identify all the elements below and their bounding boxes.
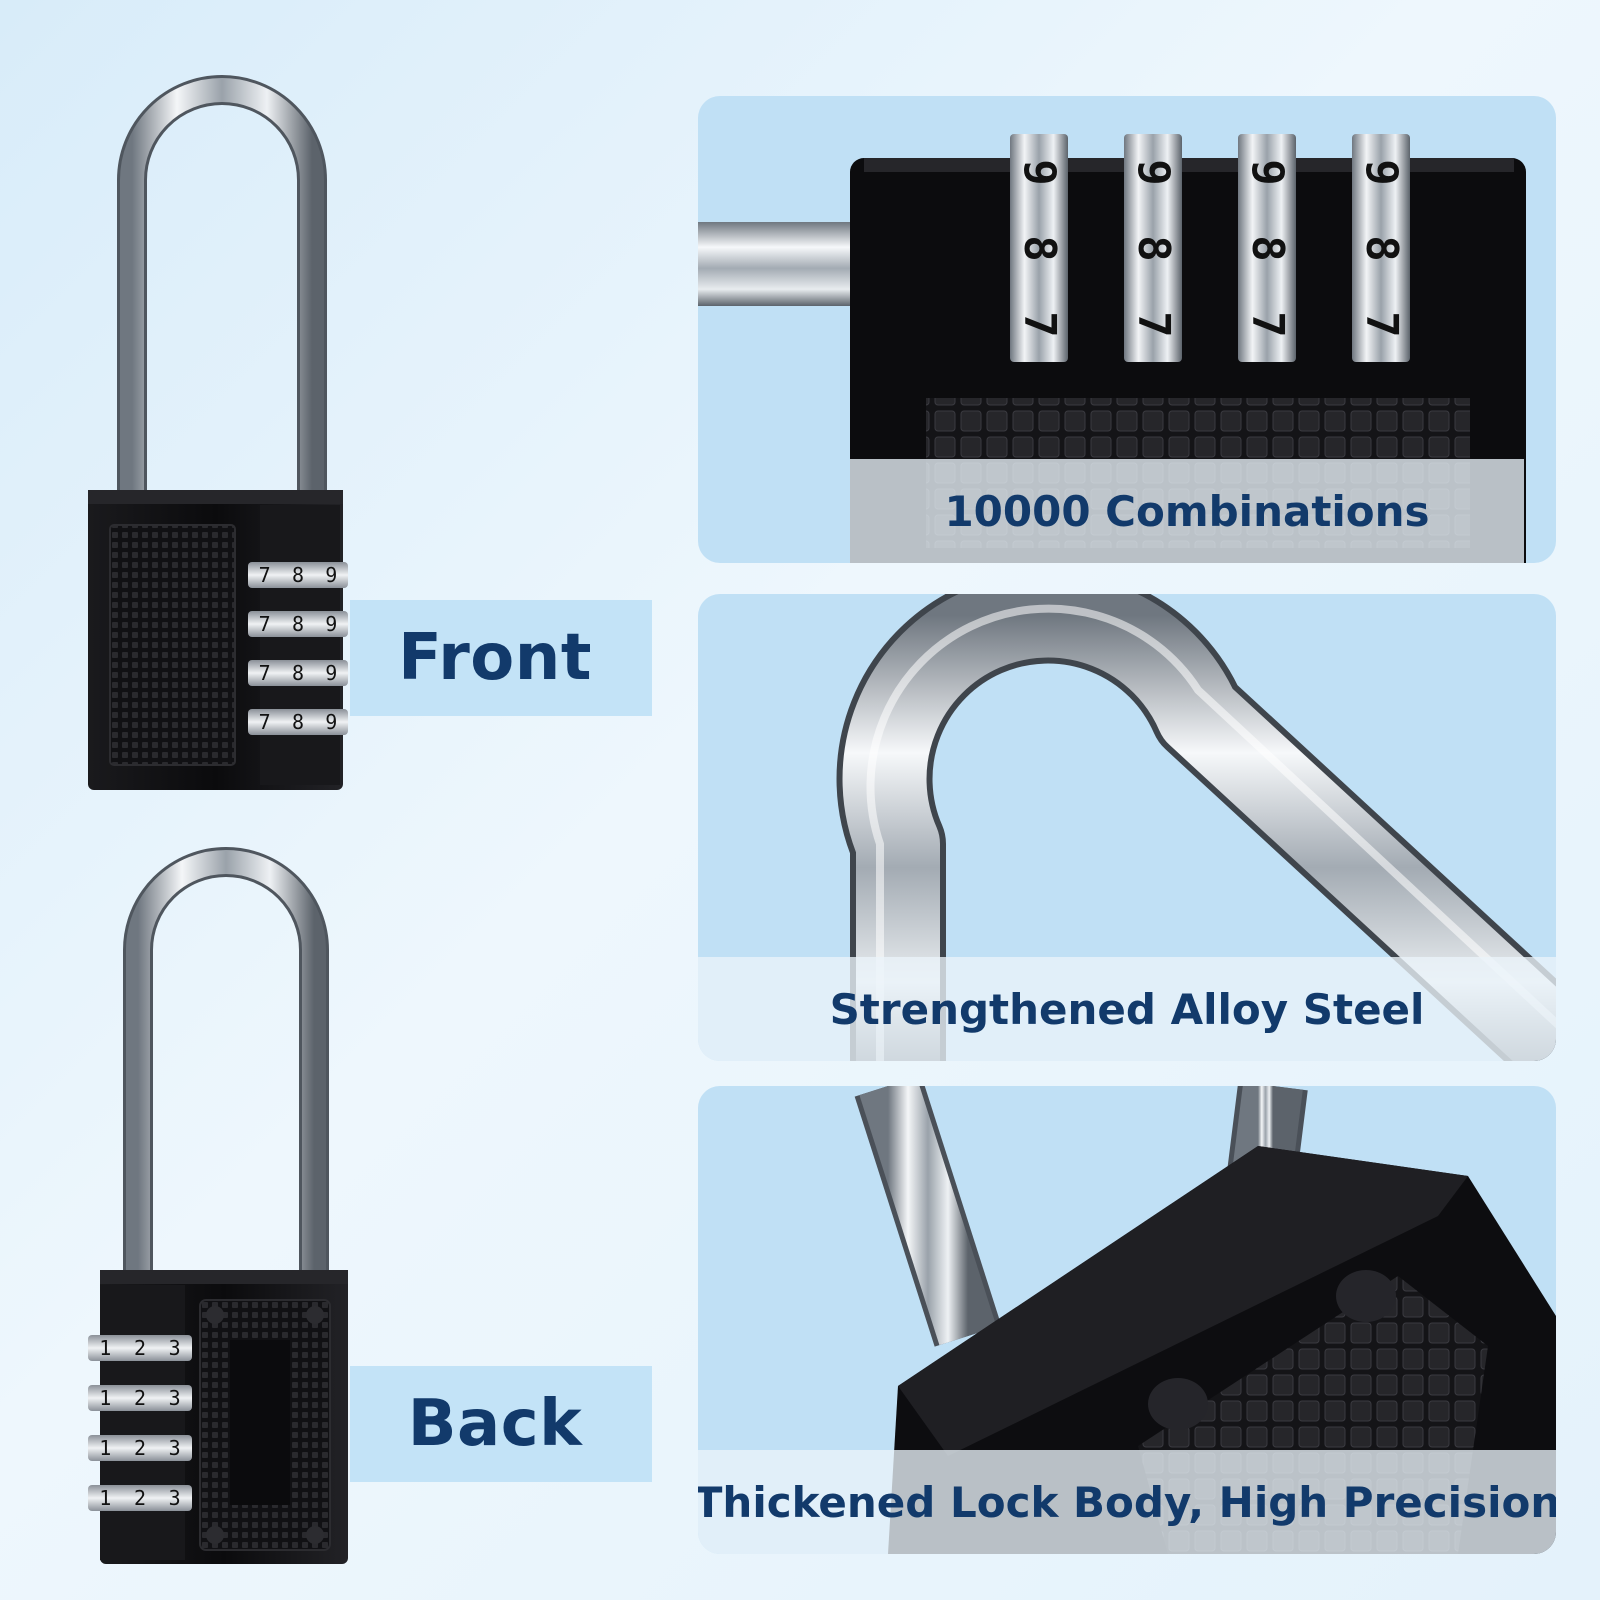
feature-panel-alloy-steel: Strengthened Alloy Steel (698, 594, 1556, 1061)
combination-dial: 9 8 7 (1238, 134, 1296, 362)
combination-dial: 9 8 7 (1010, 134, 1068, 362)
dial-digit: 9 (325, 612, 338, 636)
dial-digit: 9 (1127, 158, 1179, 186)
caption-strip: 10000 Combinations (850, 459, 1524, 563)
dial-digit: 7 (1013, 310, 1065, 338)
dial-digit: 1 (99, 1486, 112, 1510)
dial-digit: 9 (325, 563, 338, 587)
dial-digit: 9 (1241, 158, 1293, 186)
dial-digit: 2 (133, 1436, 146, 1460)
dial-digit: 8 (291, 710, 305, 734)
feature-panel-lock-body: Thickened Lock Body, High Precision (698, 1086, 1556, 1554)
back-label-box: Back (350, 1366, 652, 1482)
front-label-box: Front (350, 600, 652, 716)
dial-digit: 7 (1355, 310, 1407, 338)
dial-digit: 3 (168, 1436, 181, 1460)
dial-digit: 3 (168, 1386, 181, 1410)
feature-caption: 10000 Combinations (944, 486, 1430, 536)
caption-strip: Strengthened Alloy Steel (698, 957, 1556, 1061)
dial-digit: 1 (99, 1386, 112, 1410)
combination-dial: 9 8 7 (1124, 134, 1182, 362)
dial-digit: 8 (291, 661, 305, 685)
front-label: Front (398, 621, 592, 695)
dial-digit: 7 (258, 563, 271, 587)
dial-digit: 7 (258, 612, 271, 636)
dial-digit: 7 (1241, 310, 1293, 338)
front-dial-wheel: 7 8 9 (248, 562, 348, 588)
dial-digit: 2 (133, 1486, 146, 1510)
dial-digit: 8 (291, 563, 305, 587)
back-dial-wheel: 1 2 3 (88, 1485, 192, 1511)
dial-digit: 2 (133, 1336, 146, 1360)
front-dial-wheel: 7 8 9 (248, 709, 348, 735)
dial-digit: 9 (325, 710, 338, 734)
dial-digit: 9 (325, 661, 338, 685)
dial-digit: 8 (1241, 234, 1293, 262)
back-label: Back (407, 1387, 583, 1461)
dial-digit: 2 (133, 1386, 146, 1410)
back-dial-wheel: 1 2 3 (88, 1335, 192, 1361)
dial-digit: 9 (1013, 158, 1065, 186)
back-lock-image: 1 2 3 1 2 3 1 2 3 1 2 3 (80, 830, 370, 1570)
back-dial-wheel: 1 2 3 (88, 1385, 192, 1411)
front-dial-wheel: 7 8 9 (248, 611, 348, 637)
dial-digit: 7 (258, 710, 271, 734)
dial-digit: 8 (291, 612, 305, 636)
dial-digit: 9 (1355, 158, 1407, 186)
dial-digit: 7 (258, 661, 271, 685)
front-dial-wheel: 7 8 9 (248, 660, 348, 686)
dial-digit: 1 (99, 1436, 112, 1460)
front-lock-image: 7 8 9 7 8 9 7 8 9 7 8 9 (80, 50, 370, 800)
back-dial-wheel: 1 2 3 (88, 1435, 192, 1461)
dial-digit: 8 (1355, 234, 1407, 262)
feature-caption: Thickened Lock Body, High Precision (698, 1477, 1556, 1527)
feature-panel-combinations: 9 8 7 9 8 7 9 8 7 9 8 7 10000 Combinatio… (698, 96, 1556, 563)
caption-strip: Thickened Lock Body, High Precision (698, 1450, 1556, 1554)
dial-digit: 3 (168, 1336, 181, 1360)
dial-digit: 1 (99, 1336, 112, 1360)
dial-digit: 8 (1013, 234, 1065, 262)
combination-dial: 9 8 7 (1352, 134, 1410, 362)
dial-digit: 3 (168, 1486, 181, 1510)
feature-caption: Strengthened Alloy Steel (829, 984, 1425, 1034)
dial-digit: 7 (1127, 310, 1179, 338)
dial-digit: 8 (1127, 234, 1179, 262)
